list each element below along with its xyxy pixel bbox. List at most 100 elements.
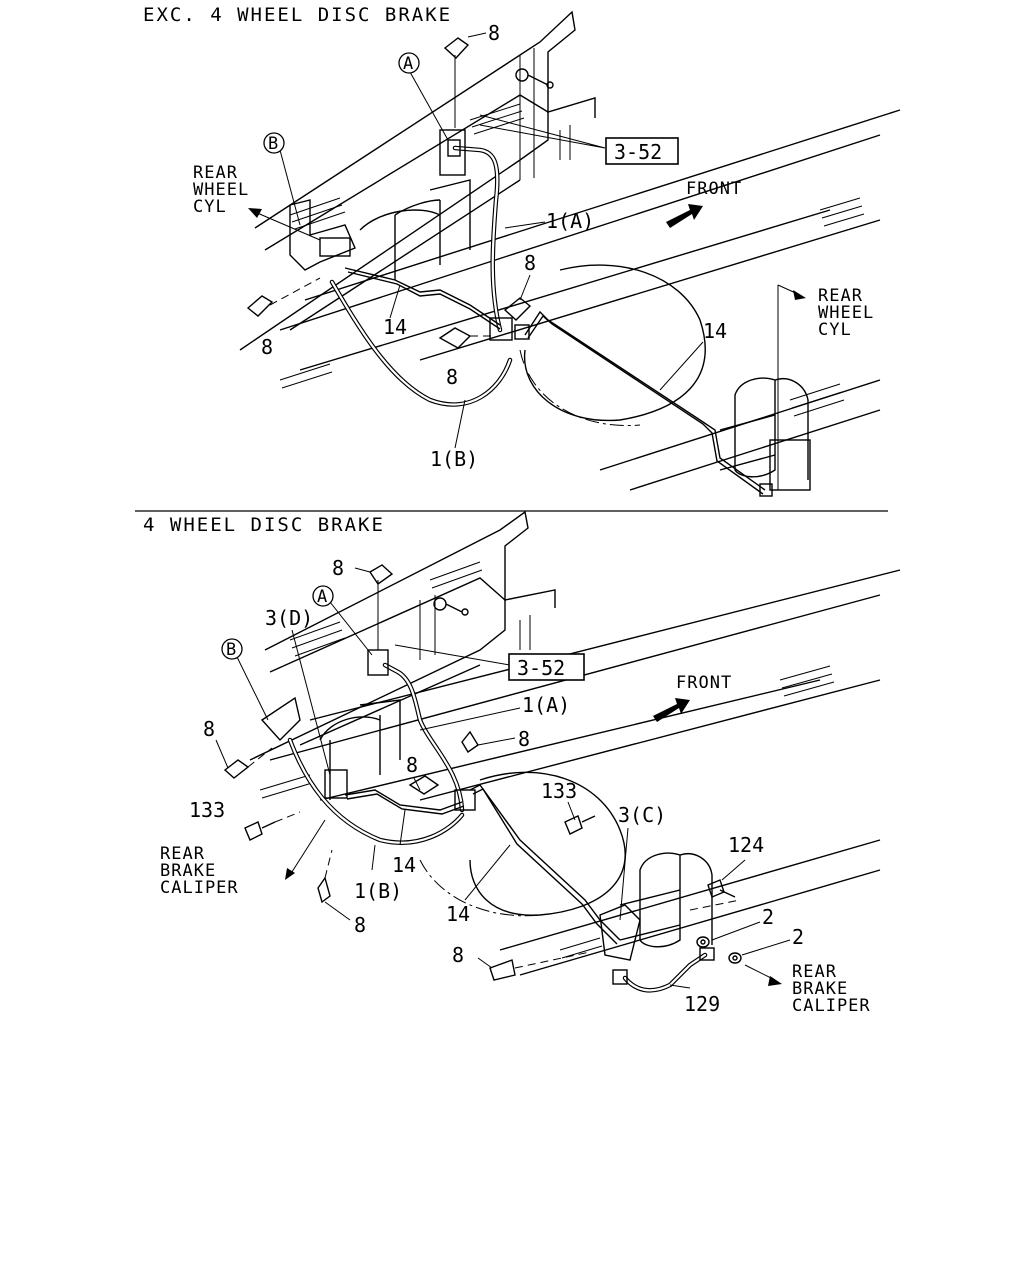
bottom-callout-a-leader (329, 601, 373, 656)
bottom-clip-right-upper-label: 8 (518, 727, 530, 751)
bottom-bolt-124-leader (689, 899, 741, 911)
top-frame-rail (239, 10, 596, 351)
bottom-clip-left-label: 8 (203, 717, 215, 741)
bottom-ref-leader (394, 644, 511, 666)
bottom-frame-rail (249, 510, 556, 761)
bottom-bolt-124 (707, 879, 736, 898)
bottom-callout-b-circle (221, 638, 243, 660)
top-hose-1a-leader (504, 221, 546, 229)
top-callout-b: B (268, 134, 279, 154)
bottom-clip-left-pointer (215, 739, 229, 769)
top-rwc-left-1: REAR (193, 163, 238, 183)
top-rear-wheel-cyl-left-arrow (248, 208, 321, 241)
top-clip-left (246, 295, 274, 317)
top-axle-housing (359, 179, 811, 491)
top-callout-b-leader (279, 149, 301, 226)
top-rwc-right-1: REAR (818, 286, 863, 306)
bottom-rbc-right-1: REAR (792, 962, 837, 982)
top-callout-a-circle (398, 52, 420, 74)
bottom-part-3c-label: 3(C) (618, 803, 666, 827)
top-callout-b-circle (263, 132, 285, 154)
bottom-callout-a-circle (312, 585, 334, 607)
top-pipe-14-right-leader (659, 341, 704, 391)
top-title: EXC. 4 WHEEL DISC BRAKE (143, 4, 452, 26)
bottom-rear-brake-caliper-right-arrow (744, 964, 782, 986)
bottom-bolt-133-left-label: 133 (189, 798, 225, 822)
bottom-bolt-133-left (244, 821, 276, 841)
bottom-clip-top-pointer (354, 567, 371, 573)
top-clip-right (503, 297, 532, 321)
bottom-washer-upper (696, 936, 710, 948)
top-clip-mid-label: 8 (446, 365, 458, 389)
bottom-hose-1b-leader (371, 844, 376, 871)
top-hose-1b-leader (454, 399, 466, 449)
bottom-washer-lower (728, 952, 742, 964)
top-callout-a: A (403, 54, 414, 74)
bottom-part-3c-leader (619, 827, 629, 921)
bottom-clip-mid-leader (413, 777, 421, 791)
top-ref-box (605, 137, 679, 165)
bottom-clip-bottom-label: 8 (452, 943, 464, 967)
top-clip-right-label: 8 (524, 251, 536, 275)
bottom-washer-upper-leader (711, 921, 761, 941)
bottom-washer-lower-leader (741, 939, 791, 956)
top-cross-member (279, 109, 901, 491)
bottom-washer-upper-label: 2 (762, 905, 774, 929)
bottom-rbc-right-3: CALIPER (792, 996, 871, 1016)
top-rwc-right-3: CYL (818, 320, 852, 340)
top-rwc-left-2: WHEEL (193, 180, 249, 200)
bottom-hose-129-label: 129 (684, 992, 720, 1016)
bottom-pipe-14-lower-label: 14 (446, 902, 470, 926)
bottom-clip-top (369, 564, 394, 585)
top-front-label: FRONT (686, 179, 742, 199)
bottom-brackets (260, 649, 641, 985)
top-rear-wheel-cyl-right-arrow (777, 284, 806, 490)
bottom-clip-bottom-left-leader (324, 849, 333, 879)
bottom-hose-1a-leader (419, 707, 521, 731)
bottom-clip-bottom (489, 959, 516, 981)
bottom-front-arrow (653, 698, 690, 722)
bottom-axle-housing (319, 699, 713, 948)
top-pipe-14-left-label: 14 (383, 315, 407, 339)
top-clip-top-label: 8 (488, 21, 500, 45)
top-brake-lines (329, 145, 773, 497)
top-hose-1a-label: 1(A) (546, 209, 594, 233)
bottom-diagram: 4 WHEEL DISC BRAKE (143, 510, 901, 1016)
bottom-clip-bottom-left (317, 876, 331, 904)
top-brackets (289, 129, 530, 341)
bottom-clip-left-leader (247, 747, 273, 768)
bottom-hose-129-leader (669, 984, 691, 989)
bottom-callout-b: B (226, 640, 237, 660)
bottom-callout-a: A (317, 587, 328, 607)
top-clip-mid (438, 327, 472, 349)
top-pipe-14-left-leader (389, 284, 401, 319)
top-ref-leader (479, 114, 606, 149)
bottom-pipe-14-mid-leader (399, 809, 406, 846)
bottom-part-3d-label: 3(D) (265, 606, 313, 630)
bottom-callout-b-leader (236, 656, 269, 721)
top-rwc-left-3: CYL (193, 197, 227, 217)
bottom-ref-box-text: 3-52 (517, 656, 565, 680)
top-front-arrow (666, 204, 703, 228)
top-clip-top (443, 37, 470, 59)
bottom-rbc-left-2: BRAKE (160, 861, 216, 881)
bottom-ref-box (508, 653, 585, 681)
bottom-bolt-133-right-label: 133 (541, 779, 577, 803)
top-ref-box-text: 3-52 (614, 140, 662, 164)
bottom-pipe-14-lower-leader (464, 844, 511, 901)
bottom-clip-bottom-left-pointer (324, 901, 351, 921)
bottom-clip-right-upper-leader (477, 737, 516, 746)
top-pipe-14-right-label: 14 (703, 319, 727, 343)
bottom-bolt-124-pointer (721, 859, 746, 881)
bottom-pipe-14-mid-label: 14 (392, 853, 416, 877)
bottom-bolt-133-right-leader (567, 801, 576, 821)
bottom-brake-lines (287, 662, 715, 993)
bottom-bolt-124-label: 124 (728, 833, 764, 857)
bottom-washer-lower-label: 2 (792, 925, 804, 949)
top-clip-left-label: 8 (261, 335, 273, 359)
top-clip-right-leader (519, 274, 531, 301)
bottom-rbc-left-3: CALIPER (160, 878, 239, 898)
bottom-clip-bottom-pointer (477, 957, 493, 969)
bottom-rear-brake-caliper-left-arrow (285, 819, 326, 880)
